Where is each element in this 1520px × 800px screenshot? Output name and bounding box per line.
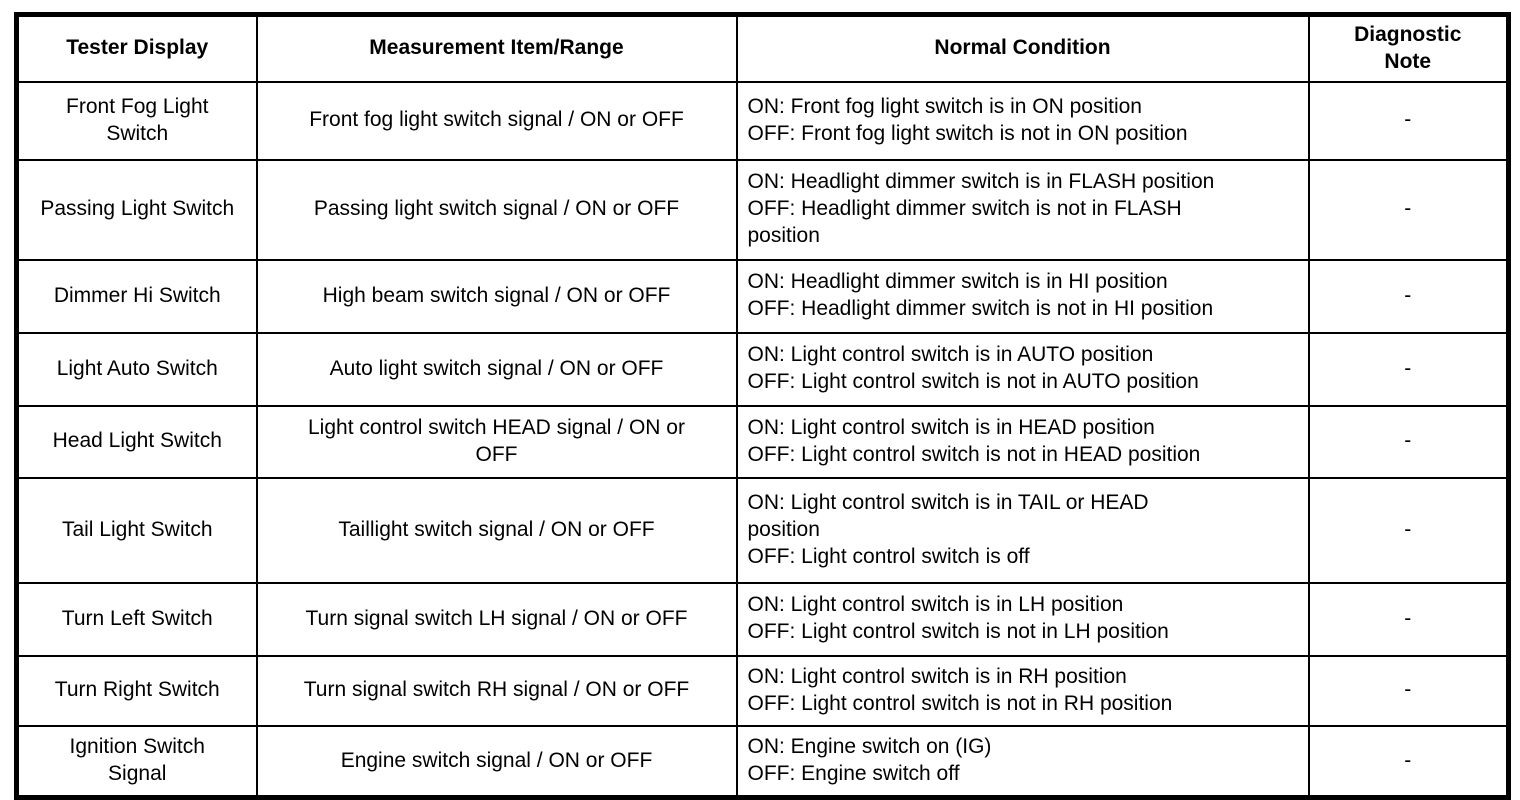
cell-measurement-item: Front fog light switch signal / ON or OF…	[255, 80, 738, 161]
cell-normal-condition: ON: Front fog light switch is in ON posi…	[735, 80, 1310, 161]
cell-normal-condition: ON: Light control switch is in AUTO posi…	[735, 331, 1310, 407]
cell-diagnostic-note: -	[1307, 724, 1510, 799]
column-header-diagnostic-note: Diagnostic Note	[1307, 13, 1510, 83]
cell-normal-condition: ON: Headlight dimmer switch is in HI pos…	[735, 258, 1310, 334]
cell-normal-condition: ON: Light control switch is in RH positi…	[735, 654, 1310, 727]
cell-diagnostic-note: -	[1307, 404, 1510, 479]
table-row: Turn Left Switch Turn signal switch LH s…	[15, 581, 1510, 657]
column-header-normal-condition: Normal Condition	[735, 13, 1310, 83]
cell-measurement-item: Turn signal switch LH signal / ON or OFF	[255, 581, 738, 657]
column-header-tester-display: Tester Display	[15, 13, 258, 83]
cell-measurement-item: Taillight switch signal / ON or OFF	[255, 476, 738, 584]
table-header-row: Tester Display Measurement Item/Range No…	[15, 13, 1510, 83]
cell-measurement-item: Light control switch HEAD signal / ON or…	[255, 404, 738, 479]
cell-tester-display: Head Light Switch	[15, 404, 258, 479]
cell-measurement-item: Turn signal switch RH signal / ON or OFF	[255, 654, 738, 727]
cell-diagnostic-note: -	[1307, 476, 1510, 584]
cell-tester-display: Light Auto Switch	[15, 331, 258, 407]
table-row: Passing Light Switch Passing light switc…	[15, 158, 1510, 261]
cell-normal-condition: ON: Engine switch on (IG) OFF: Engine sw…	[735, 724, 1310, 799]
cell-tester-display: Dimmer Hi Switch	[15, 258, 258, 334]
data-list-table: Tester Display Measurement Item/Range No…	[14, 12, 1511, 800]
cell-tester-display: Tail Light Switch	[15, 476, 258, 584]
cell-measurement-item: High beam switch signal / ON or OFF	[255, 258, 738, 334]
table-row: Ignition Switch Signal Engine switch sig…	[15, 724, 1510, 799]
table-row: Tail Light Switch Taillight switch signa…	[15, 476, 1510, 584]
table-row: Light Auto Switch Auto light switch sign…	[15, 331, 1510, 407]
cell-measurement-item: Auto light switch signal / ON or OFF	[255, 331, 738, 407]
cell-normal-condition: ON: Headlight dimmer switch is in FLASH …	[735, 158, 1310, 261]
cell-tester-display: Ignition Switch Signal	[15, 724, 258, 799]
cell-measurement-item: Passing light switch signal / ON or OFF	[255, 158, 738, 261]
table-row: Head Light Switch Light control switch H…	[15, 404, 1510, 479]
cell-measurement-item: Engine switch signal / ON or OFF	[255, 724, 738, 799]
cell-normal-condition: ON: Light control switch is in LH positi…	[735, 581, 1310, 657]
cell-normal-condition: ON: Light control switch is in TAIL or H…	[735, 476, 1310, 584]
table-row: Dimmer Hi Switch High beam switch signal…	[15, 258, 1510, 334]
column-header-measurement-item-range: Measurement Item/Range	[255, 13, 738, 83]
table-row: Front Fog Light Switch Front fog light s…	[15, 80, 1510, 161]
cell-diagnostic-note: -	[1307, 331, 1510, 407]
cell-diagnostic-note: -	[1307, 158, 1510, 261]
table-row: Turn Right Switch Turn signal switch RH …	[15, 654, 1510, 727]
cell-diagnostic-note: -	[1307, 581, 1510, 657]
cell-tester-display: Turn Left Switch	[15, 581, 258, 657]
cell-diagnostic-note: -	[1307, 80, 1510, 161]
cell-tester-display: Front Fog Light Switch	[15, 80, 258, 161]
cell-tester-display: Turn Right Switch	[15, 654, 258, 727]
cell-diagnostic-note: -	[1307, 654, 1510, 727]
cell-normal-condition: ON: Light control switch is in HEAD posi…	[735, 404, 1310, 479]
cell-diagnostic-note: -	[1307, 258, 1510, 334]
cell-tester-display: Passing Light Switch	[15, 158, 258, 261]
